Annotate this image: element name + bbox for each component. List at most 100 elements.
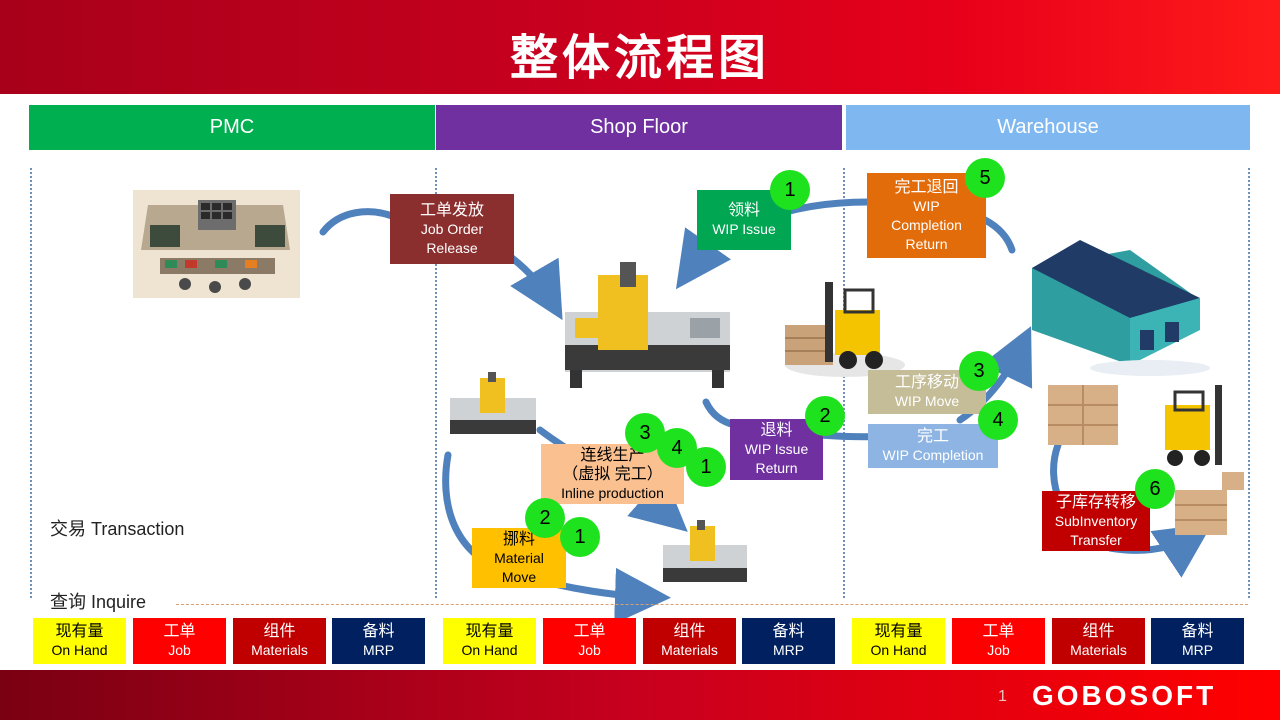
step-label-en: SubInventory xyxy=(1054,512,1138,529)
step-label-en: Return xyxy=(755,460,798,476)
cell-label-en: On Hand xyxy=(461,642,518,658)
cell-label-zh: 备料 xyxy=(1181,623,1214,640)
step-number-badge: 1 xyxy=(686,447,726,487)
cell-label-zh: 工单 xyxy=(163,623,196,640)
cell-label-zh: 备料 xyxy=(362,623,395,640)
cell-label-en: Materials xyxy=(661,642,718,658)
step-label-zh: 退料 xyxy=(760,422,793,439)
step-label-zh: 完工 xyxy=(916,428,949,445)
step-number-badge: 1 xyxy=(560,517,600,557)
step-label-en: Job Order xyxy=(420,220,484,237)
step-wip-issue-return[interactable]: 退料 WIP Issue Return xyxy=(730,419,823,480)
footer-bar xyxy=(0,670,1280,720)
cell-label-en: On Hand xyxy=(51,642,108,658)
step-job-order-release[interactable]: 工单发放 Job Order Release xyxy=(390,194,514,264)
step-label-en: WIP Issue xyxy=(712,221,776,237)
step-number-badge: 1 xyxy=(770,170,810,210)
injection-machine-icon xyxy=(450,372,536,434)
page-number: 1 xyxy=(998,688,1007,705)
step-material-move[interactable]: 挪料 Material Move xyxy=(472,528,566,588)
step-label-en: WIP Issue xyxy=(744,441,809,457)
cell-label-en: MRP xyxy=(362,642,395,658)
step-wip-completion-return[interactable]: 完工退回 WIP Completion Return xyxy=(867,173,986,258)
warehouse-icon xyxy=(1032,240,1210,376)
step-label-zh: 工序移动 xyxy=(894,374,959,391)
cell-label-zh: 工单 xyxy=(573,623,606,640)
cell-label-zh: 组件 xyxy=(263,623,296,640)
injection-machine-icon xyxy=(565,262,730,388)
lane-header-shop-floor: Shop Floor xyxy=(436,105,842,150)
step-label-zh: （虚拟 完工） xyxy=(562,465,663,483)
inquiry-on-hand[interactable]: 现有量 On Hand xyxy=(852,618,945,664)
forklift-icon xyxy=(1165,385,1222,466)
inquiry-materials[interactable]: 组件 Materials xyxy=(233,618,326,664)
step-number-badge: 3 xyxy=(959,351,999,391)
step-label-zh: 工单发放 xyxy=(419,201,484,219)
lane-divider xyxy=(30,168,32,598)
cell-label-en: Materials xyxy=(1070,642,1127,658)
inquiry-materials[interactable]: 组件 Materials xyxy=(1052,618,1145,664)
lane-divider xyxy=(843,168,845,598)
page-title: 整体流程图 xyxy=(509,32,770,85)
cell-label-en: On Hand xyxy=(870,642,927,658)
inquiry-mrp[interactable]: 备料 MRP xyxy=(1151,618,1244,664)
step-number-badge: 6 xyxy=(1135,469,1175,509)
step-wip-move[interactable]: 工序移动 WIP Move xyxy=(868,370,986,414)
step-label-zh: 完工退回 xyxy=(894,178,959,196)
cell-label-zh: 现有量 xyxy=(55,623,104,640)
step-wip-completion[interactable]: 完工 WIP Completion xyxy=(868,424,998,468)
inquiry-on-hand[interactable]: 现有量 On Hand xyxy=(443,618,536,664)
release-arrow-2 xyxy=(508,254,563,321)
step-label-en: Release xyxy=(426,239,478,256)
pallet-boxes-icon xyxy=(1175,472,1244,535)
completion-return-arrow xyxy=(981,216,1016,254)
step-label-zh: 连线生产 xyxy=(580,446,645,464)
inquiry-materials[interactable]: 组件 Materials xyxy=(643,618,736,664)
step-label-en: WIP Completion xyxy=(882,447,984,463)
step-number-badge: 2 xyxy=(805,396,845,436)
cell-label-zh: 组件 xyxy=(673,623,706,640)
step-label-zh: 子库存转移 xyxy=(1055,493,1136,511)
step-label-en: WIP xyxy=(913,197,940,214)
lane-header-warehouse: Warehouse xyxy=(846,105,1250,150)
cell-label-zh: 组件 xyxy=(1082,623,1115,640)
inquiry-job[interactable]: 工单 Job xyxy=(133,618,226,664)
inquiry-job[interactable]: 工单 Job xyxy=(952,618,1045,664)
step-label-zh: 领料 xyxy=(727,202,760,219)
transaction-label: 交易 Transaction xyxy=(50,519,185,539)
inquiry-mrp[interactable]: 备料 MRP xyxy=(742,618,835,664)
cell-label-zh: 工单 xyxy=(982,623,1015,640)
step-label-en: Material xyxy=(494,549,544,566)
lane-header-pmc: PMC xyxy=(29,105,435,150)
cell-label-en: Job xyxy=(578,642,601,658)
inquiry-mrp[interactable]: 备料 MRP xyxy=(332,618,425,664)
release-arrow-1 xyxy=(319,208,396,236)
step-number-badge: 4 xyxy=(978,400,1018,440)
injection-machine-icon xyxy=(663,520,747,582)
lane-divider xyxy=(435,168,437,598)
cell-label-zh: 备料 xyxy=(772,623,805,640)
pallet-boxes-icon xyxy=(1048,385,1118,445)
cell-label-en: MRP xyxy=(1181,642,1214,658)
step-label-en: Return xyxy=(905,235,948,252)
cell-label-zh: 现有量 xyxy=(874,623,923,640)
step-subinventory-transfer[interactable]: 子库存转移 SubInventory Transfer xyxy=(1042,491,1150,551)
control-room-icon xyxy=(133,190,300,298)
inquiry-on-hand[interactable]: 现有量 On Hand xyxy=(33,618,126,664)
title-banner xyxy=(0,0,1280,94)
step-label-en: Move xyxy=(501,568,537,585)
step-number-badge: 2 xyxy=(525,498,565,538)
section-divider xyxy=(176,604,1248,605)
cell-label-en: MRP xyxy=(772,642,805,658)
cell-label-zh: 现有量 xyxy=(465,623,514,640)
step-label-en: WIP Move xyxy=(894,393,960,409)
step-number-badge: 5 xyxy=(965,158,1005,198)
inquiry-job[interactable]: 工单 Job xyxy=(543,618,636,664)
step-label-en: Completion xyxy=(891,216,962,233)
step-label-en: Transfer xyxy=(1070,531,1122,548)
lane-divider xyxy=(1248,168,1250,598)
brand-logo: GOBOSOFT xyxy=(1032,680,1217,711)
step-label-en: Inline production xyxy=(561,484,664,501)
forklift-icon xyxy=(785,282,905,377)
